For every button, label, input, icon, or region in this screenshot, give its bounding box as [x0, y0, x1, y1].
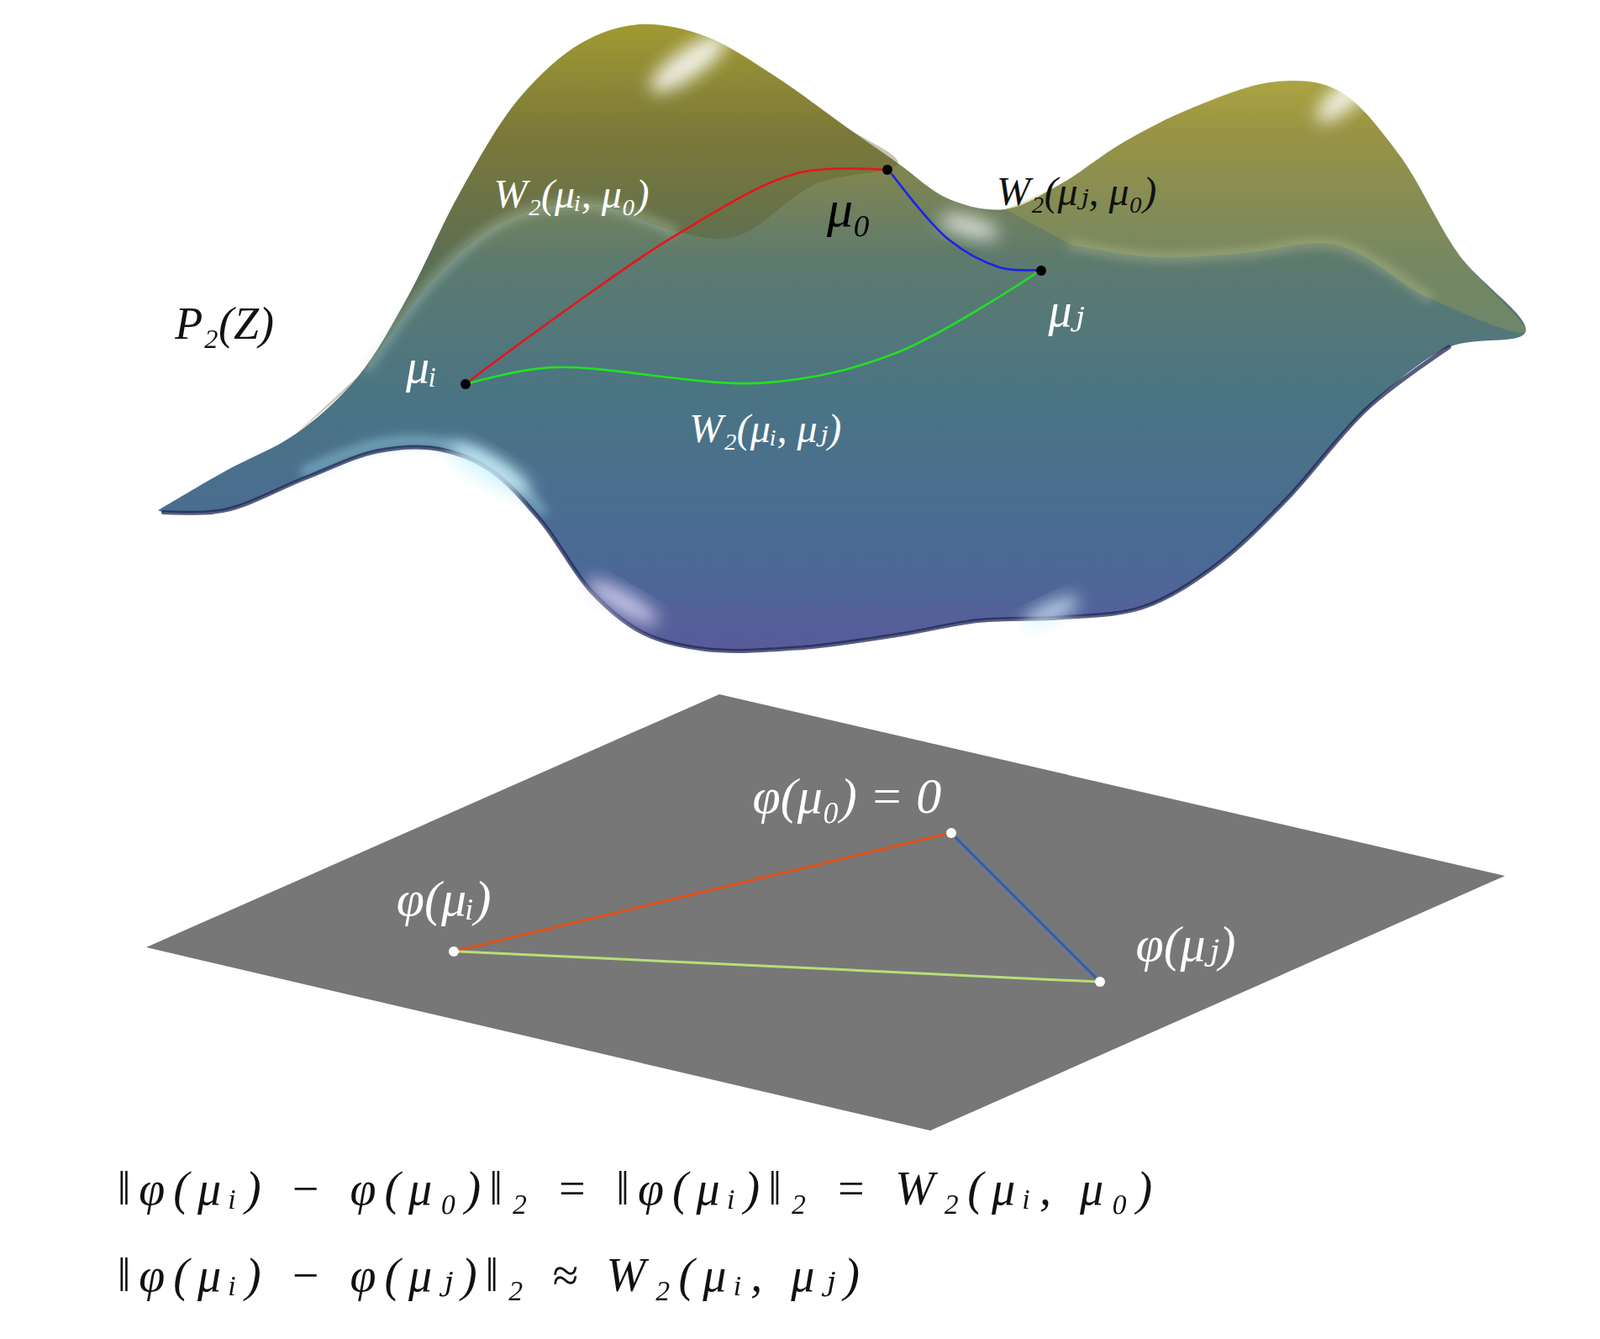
point-label: φ(μⱼ) [1135, 915, 1236, 972]
distance-label: W₂(μᵢ, μ₀) [493, 171, 649, 216]
point-label: φ(μ₀) = 0 [752, 768, 943, 824]
embedding-segment [458, 951, 1095, 982]
embedding-segment [956, 837, 1095, 977]
connector-group [458, 168, 1095, 981]
embedding-segment [458, 833, 946, 950]
point-label: μᵢ [405, 341, 437, 394]
specular-highlight [642, 25, 735, 102]
equation: ‖φ(μᵢ) − φ(μ₀)‖₂ = ‖φ(μᵢ)‖₂ = W₂(μᵢ, μ₀) [117, 1163, 1162, 1216]
space-label: P₂(Z) [174, 299, 274, 349]
surface-rim [163, 347, 1449, 652]
point-label: μⱼ [1047, 285, 1085, 338]
specular-highlight [1310, 64, 1381, 130]
embedded-point: φ(μᵢ) [448, 946, 459, 957]
specular-highlight [582, 573, 664, 632]
reference-point: μ₀ [882, 164, 893, 175]
point-label: φ(μᵢ) [396, 870, 492, 927]
distance-geodesic [470, 273, 1037, 384]
measure-point: μᵢ [460, 378, 471, 390]
specular-highlight [1019, 590, 1083, 634]
embedding-plane [146, 694, 1506, 1131]
distance-label: W₂(μⱼ, μ₀) [996, 169, 1157, 215]
embedded-origin: φ(μ₀) = 0 [946, 827, 957, 838]
surface-back-hump [295, 24, 898, 434]
distance-geodesic [470, 168, 884, 380]
equation: ‖φ(μᵢ) − φ(μⱼ)‖₂ ≈ W₂(μᵢ, μⱼ) [117, 1249, 869, 1302]
wavy-surface [157, 24, 1527, 652]
specular-highlight [443, 436, 536, 504]
measure-point: μⱼ [1036, 265, 1047, 276]
surface-body [157, 24, 1527, 652]
distance-label: W₂(μᵢ, μⱼ) [689, 406, 842, 452]
point-label: μ₀ [826, 179, 872, 237]
surface-crest [1071, 242, 1429, 298]
